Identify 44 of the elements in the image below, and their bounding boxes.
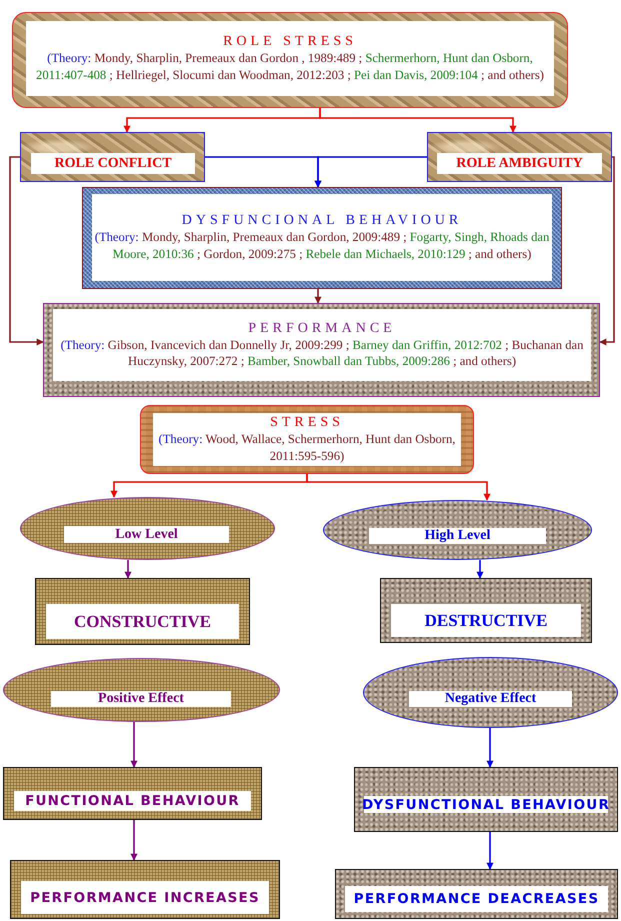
arrow [124,560,132,579]
citation-text: (Theory: Mondy, Sharplin, Premeaux dan Gordon, 2009:489 ; Fogarty, Singh, Rhoads dan Moore, 2010:36 ; Gordon, 2009:275 ; Rebele dan Michaels, 2010:129 ; and others) [94,229,550,262]
node-label: ROLE CONFLICT [31,153,195,174]
node-label: Positive Effect [51,691,231,707]
node-label: High Level [369,528,546,544]
textured-box [43,303,600,397]
arrow [314,289,322,304]
arrow [314,156,427,188]
textured-box [427,132,612,182]
arrow [306,474,490,501]
node-title: STRESS [270,415,344,432]
node-label: CONSTRUCTIVE [46,604,239,639]
textured-box [12,12,568,108]
node-label: DYSFUNCTIONAL BEHAVIOUR [364,796,608,813]
textured-box [10,860,280,919]
arrow [130,722,138,768]
node-label: DESTRUCTIVE [391,604,581,637]
textured-box [35,578,250,645]
textured-box [354,767,618,832]
node-label: Negative Effect [409,691,572,707]
citation-text: (Theory: Mondy, Sharplin, Premeaux dan Gordon , 1989:489 ; Schermerhorn, Hunt dan Osborn, 2011:407-408 ; Hellriegel, Slocumi dan Woodman, 2012:203 ; Pei dan Davis, 2009:104 ; and others) [35,50,545,83]
textured-box [20,132,205,182]
citation-text: (Theory: Wood, Wallace, Schermerhorn, Hunt dan Osborn, 2011:595-596) [158,431,456,464]
node-label: ROLE AMBIGUITY [437,153,602,174]
node-label: Low Level [64,526,229,543]
arrow [319,108,516,133]
arrow [130,820,138,861]
arrow [9,156,44,346]
textured-box [82,187,562,289]
textured-box [380,578,592,643]
textured-box [3,767,262,820]
arrow [486,832,494,870]
node-label: PERFORMANCE DEACREASES [345,886,608,912]
textured-box [140,405,474,474]
node-label: FUNCTIONAL BEHAVIOUR [14,791,251,811]
node-title: PERFORMANCE [248,320,396,337]
node-title: ROLE STRESS [223,34,357,50]
arrow [486,728,494,768]
citation-text: (Theory: Gibson, Ivancevich dan Donnelly Jr, 2009:299 ; Barney dan Griffin, 2012:702 ; Buchanan dan Huczynsky, 2007:272 ; Bamber, Snowball dan Tubbs, 2009:286 ; and others) [60,336,584,370]
arrow [476,560,484,579]
node-title: DYSFUNCIONAL BEHAVIOUR [182,213,462,230]
textured-box [335,869,618,919]
arrow [599,156,615,346]
node-label: PERFORMANCE INCREASES [21,881,269,914]
